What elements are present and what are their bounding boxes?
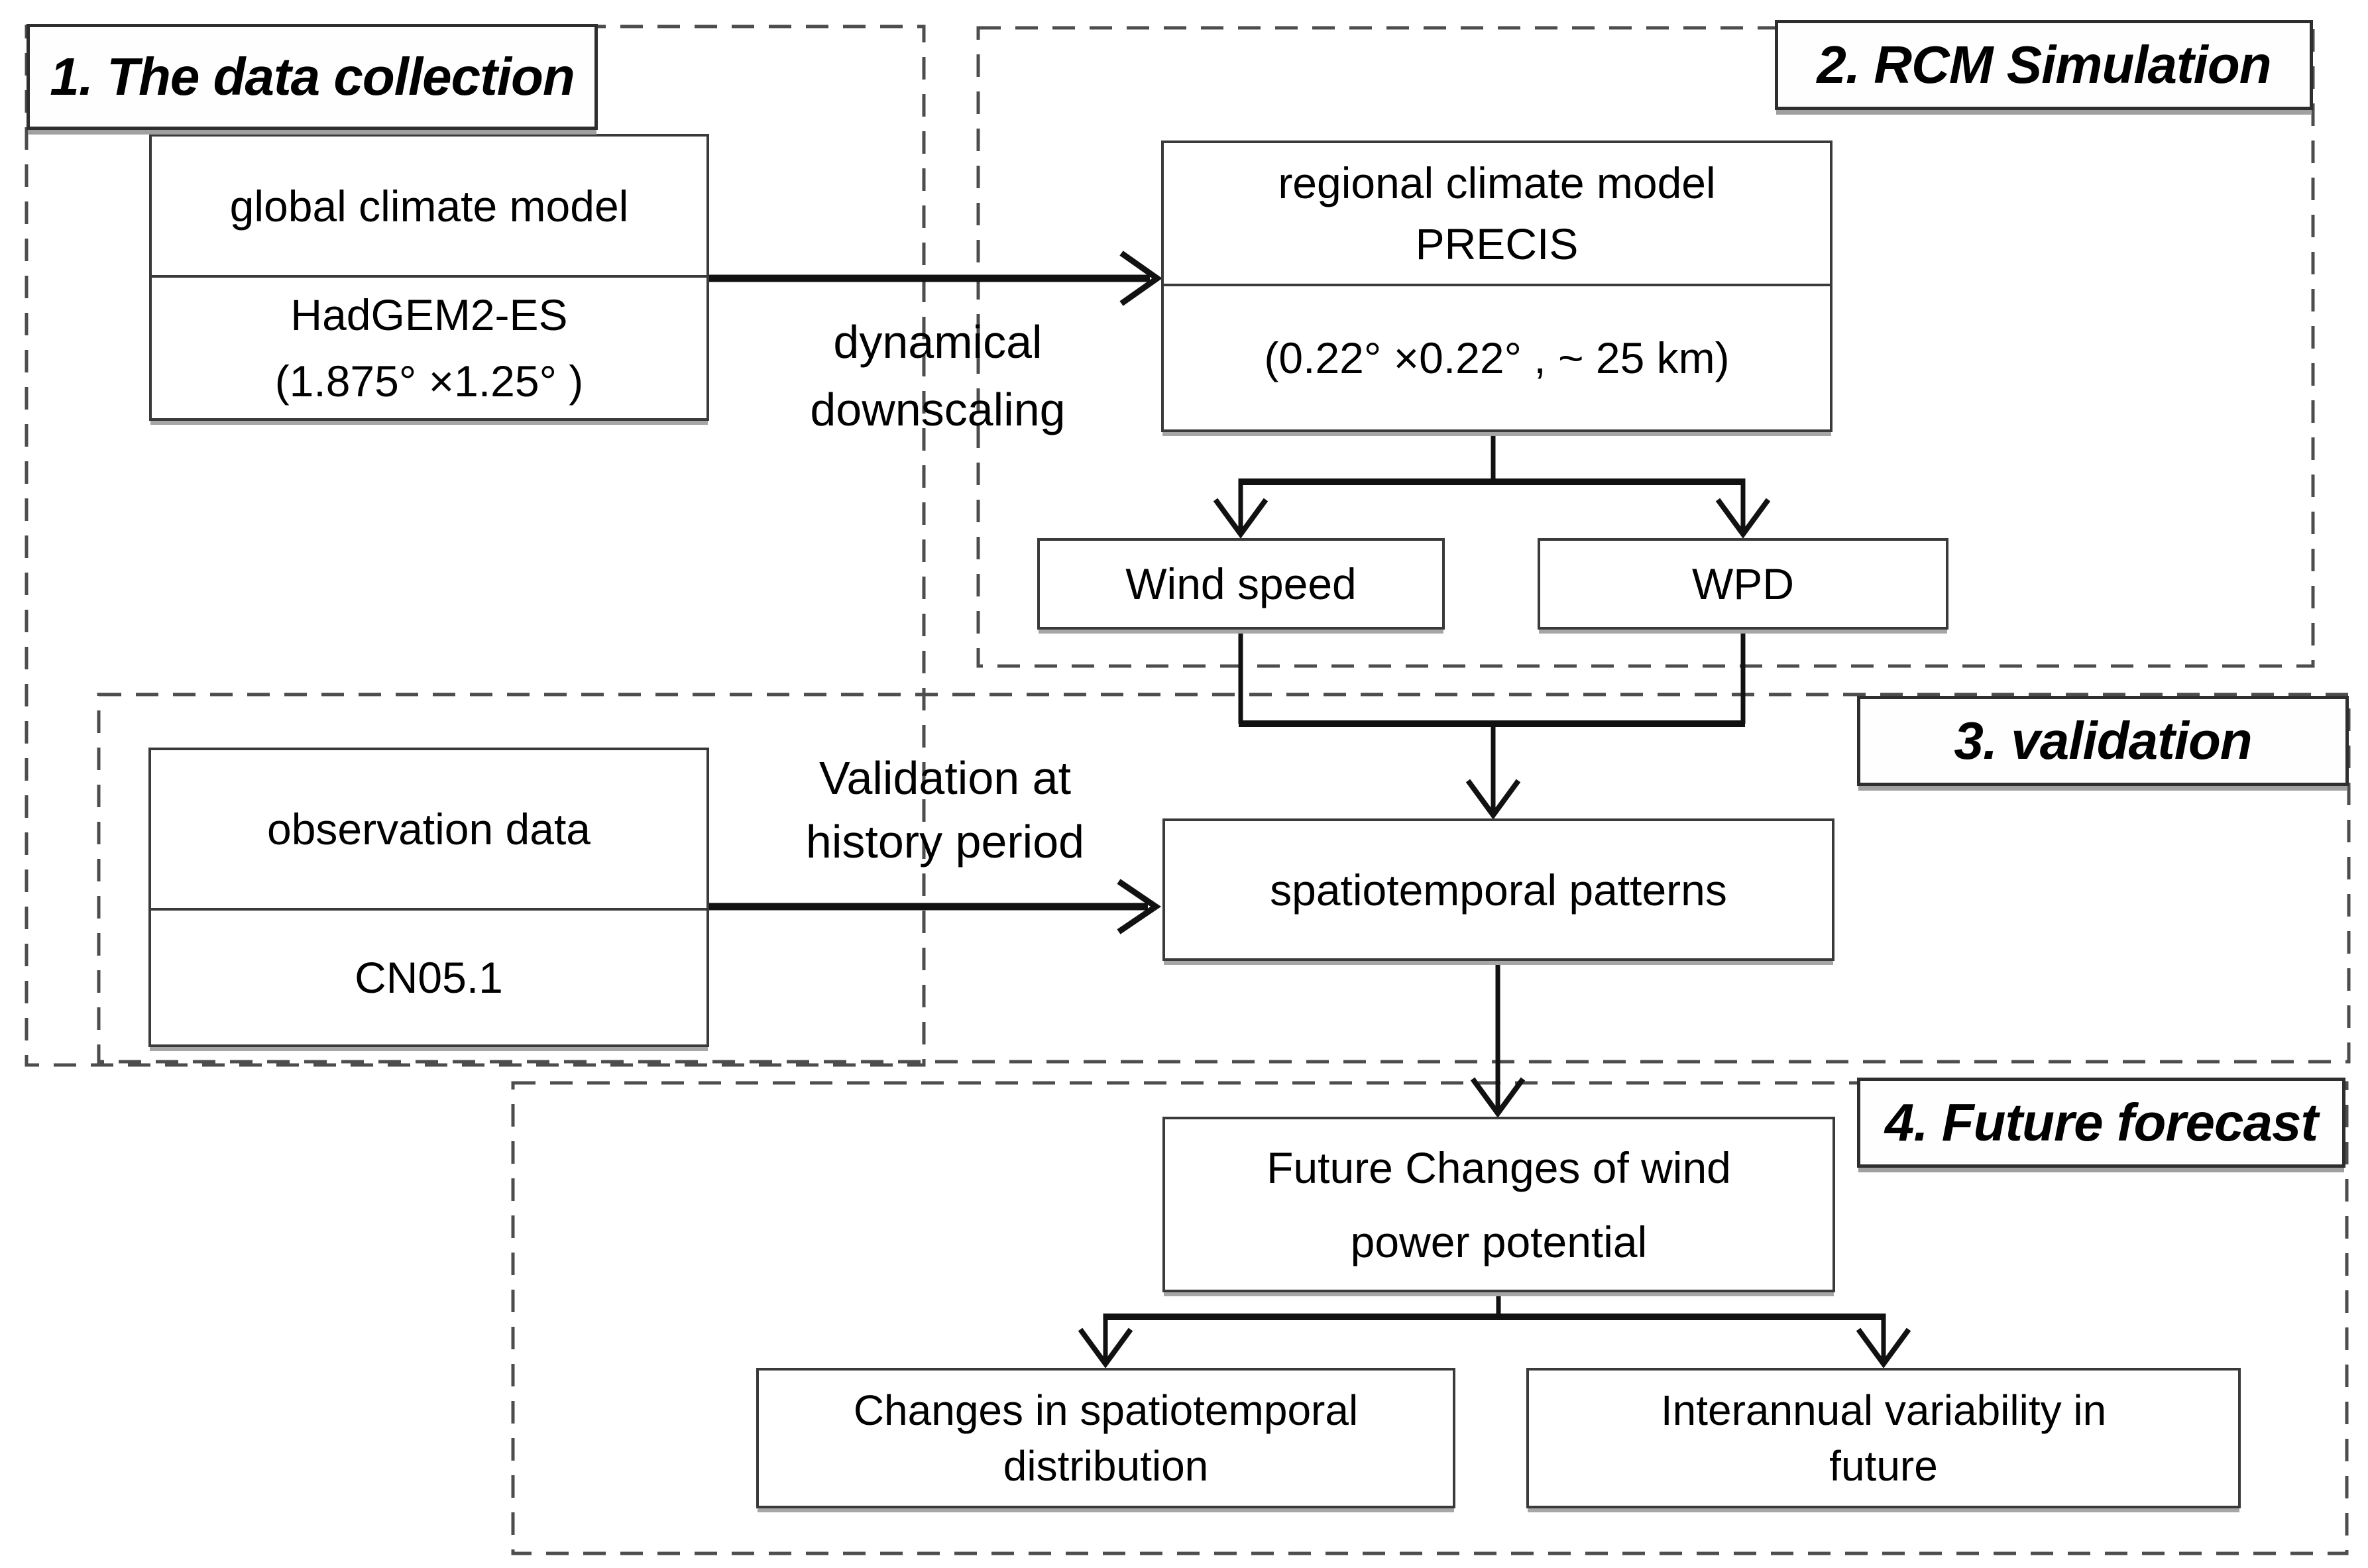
section-frame-rcm-simulation xyxy=(976,26,2315,668)
changes-distribution-line2: distribution xyxy=(1003,1442,1209,1490)
edge-label-dynamical-downscaling: dynamical downscaling xyxy=(749,308,1127,443)
dynamical-line1: dynamical xyxy=(833,316,1043,368)
precis-detail-cell: (0.22° ×0.22° , ~ 25 km) xyxy=(1164,286,1830,429)
node-future-changes: Future Changes of wind power potential xyxy=(1162,1117,1835,1292)
section-label-validation: 3. validation xyxy=(1857,696,2349,786)
precis-title-cell: regional climate model PRECIS xyxy=(1164,143,1830,286)
dynamical-line2: downscaling xyxy=(810,384,1066,435)
wpd-label: WPD xyxy=(1692,559,1794,608)
observation-dataset: CN05.1 xyxy=(355,953,503,1002)
precis-title: regional climate model xyxy=(1278,158,1716,207)
changes-distribution-cell: Changes in spatiotemporal distribution xyxy=(759,1371,1453,1506)
gcm-model-name: HadGEM2-ES xyxy=(290,290,568,339)
future-changes-cell: Future Changes of wind power potential xyxy=(1165,1119,1832,1290)
future-changes-line1: Future Changes of wind xyxy=(1267,1143,1731,1192)
wpd-cell: WPD xyxy=(1540,541,1946,627)
wind-speed-label: Wind speed xyxy=(1125,559,1357,608)
section-label-data-collection: 1. The data collection xyxy=(27,24,598,130)
interannual-variability-line1: Interannual variability in xyxy=(1660,1386,2107,1434)
node-observation-data: observation data CN05.1 xyxy=(148,748,709,1047)
arrow-gcm-to-precis-head xyxy=(1119,251,1162,306)
spatiotemporal-cell: spatiotemporal patterns xyxy=(1165,821,1832,958)
interannual-variability-cell: Interannual variability in future xyxy=(1529,1371,2238,1506)
arrow-to-wpd-head xyxy=(1715,498,1771,539)
edge-label-validation-history: Validation at history period xyxy=(756,746,1135,873)
arrow-to-spatiotemporal-head xyxy=(1465,779,1521,820)
section-frame-validation xyxy=(97,693,2351,1064)
precis-name: PRECIS xyxy=(1415,219,1579,268)
interannual-variability-line2: future xyxy=(1829,1442,1938,1490)
node-regional-climate-model: regional climate model PRECIS (0.22° ×0.… xyxy=(1161,140,1832,432)
validation-line2: history period xyxy=(805,816,1085,868)
arrow-to-changes-head xyxy=(1078,1327,1133,1369)
arrow-observation-head xyxy=(1117,879,1162,934)
section-label-rcm-simulation: 2. RCM Simulation xyxy=(1775,20,2313,110)
node-wind-speed: Wind speed xyxy=(1037,538,1445,630)
validation-line1: Validation at xyxy=(818,752,1072,804)
node-global-climate-model: global climate model HadGEM2-ES (1.875° … xyxy=(149,134,709,421)
node-wpd: WPD xyxy=(1538,538,1948,630)
section-label-future-forecast: 4. Future forecast xyxy=(1857,1078,2345,1168)
gcm-title: global climate model xyxy=(229,181,629,231)
wind-speed-cell: Wind speed xyxy=(1040,541,1442,627)
node-changes-distribution: Changes in spatiotemporal distribution xyxy=(756,1368,1455,1508)
node-spatiotemporal-patterns: spatiotemporal patterns xyxy=(1162,818,1834,961)
future-changes-line2: power potential xyxy=(1350,1217,1648,1266)
changes-distribution-line1: Changes in spatiotemporal xyxy=(853,1386,1359,1434)
spatiotemporal-label: spatiotemporal patterns xyxy=(1270,865,1727,915)
gcm-resolution: (1.875° ×1.25° ) xyxy=(274,357,584,406)
node-interannual-variability: Interannual variability in future xyxy=(1526,1368,2241,1508)
observation-title: observation data xyxy=(266,805,591,854)
observation-title-cell: observation data xyxy=(151,750,706,911)
gcm-title-cell: global climate model xyxy=(152,137,706,278)
precis-resolution: (0.22° ×0.22° , ~ 25 km) xyxy=(1264,333,1730,382)
arrow-to-interannual-head xyxy=(1856,1327,1911,1369)
arrow-to-future-head xyxy=(1470,1077,1526,1118)
observation-detail-cell: CN05.1 xyxy=(151,911,706,1044)
gcm-detail-cell: HadGEM2-ES (1.875° ×1.25° ) xyxy=(152,278,706,418)
arrow-to-windspeed-head xyxy=(1213,498,1269,539)
